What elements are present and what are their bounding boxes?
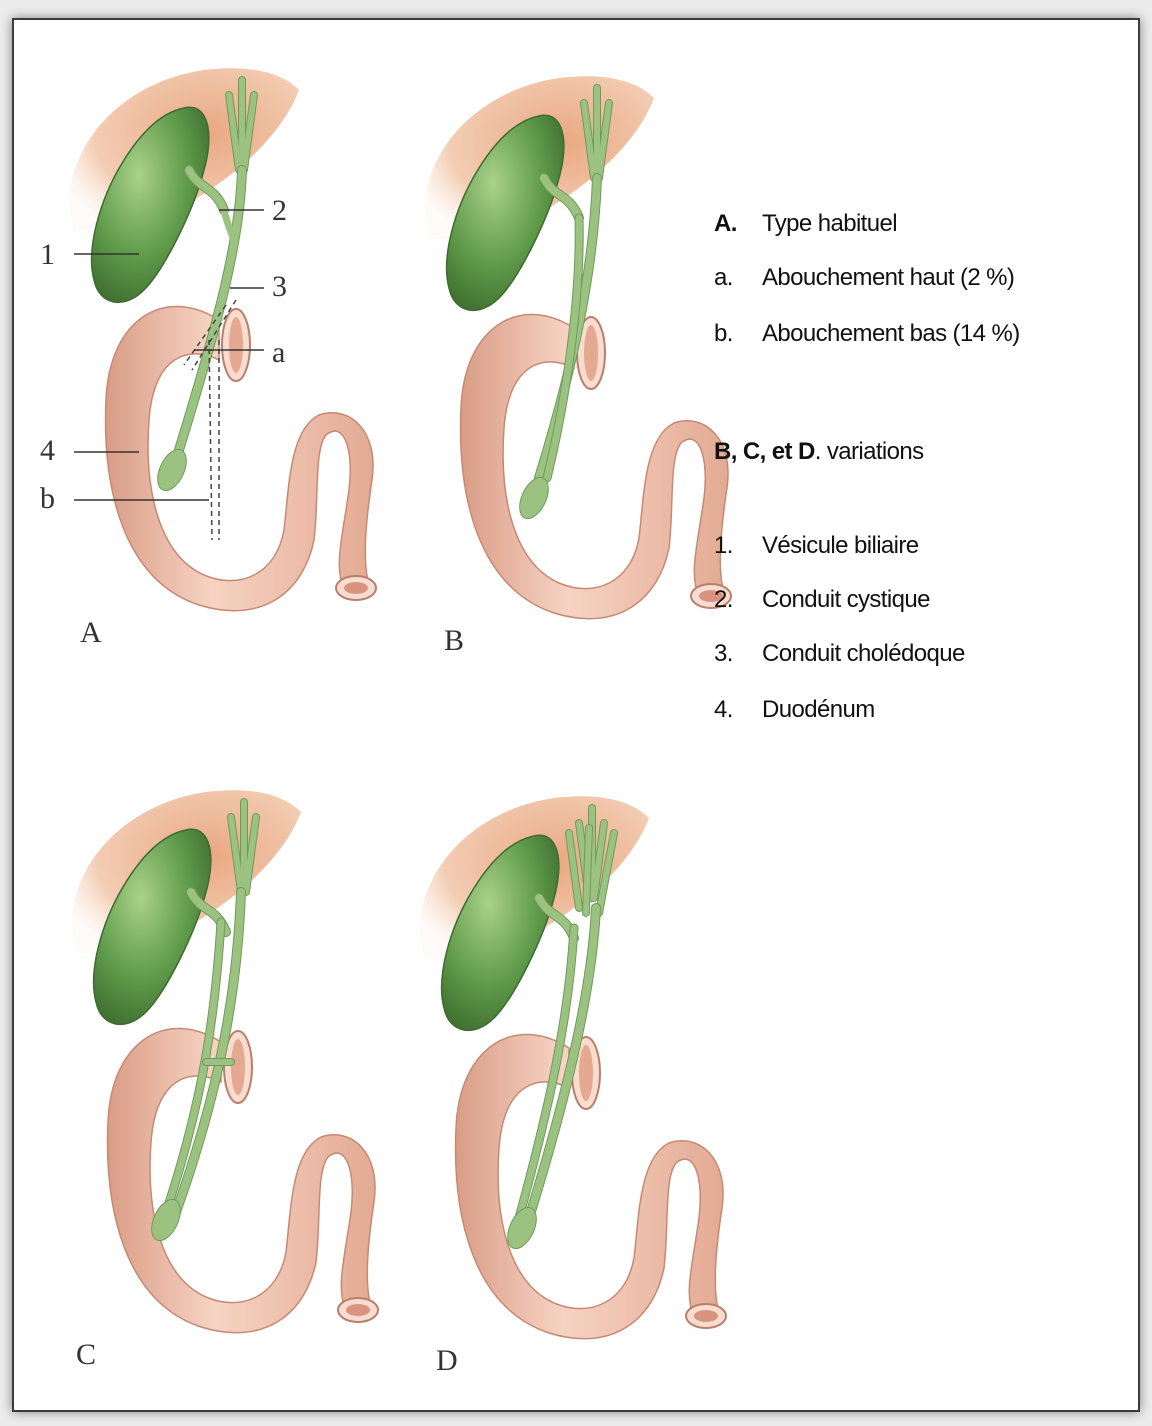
panel-letter-a: A — [80, 616, 102, 650]
duodenum-lumen-top — [229, 317, 243, 373]
legend-item-key: 2. — [714, 586, 733, 614]
label-4-duodenum: 4 — [40, 434, 55, 468]
legend-item-text: Duodénum — [762, 696, 875, 724]
legend-item-text: Vésicule biliaire — [762, 532, 919, 560]
panel-d — [419, 796, 726, 1339]
panel-b — [424, 76, 731, 619]
legend-variations: B, C, et D. variations — [714, 438, 924, 466]
legend-key-b: b. — [714, 320, 733, 348]
low-junction-dashed — [209, 340, 219, 540]
duodenum-lumen-bottom — [694, 1310, 718, 1322]
label-2-cystic-duct: 2 — [272, 194, 287, 228]
label-b-low-junction: b — [40, 482, 55, 516]
anatomy-illustration — [14, 20, 1138, 1410]
panel-letter-c: C — [76, 1338, 96, 1372]
panel-a — [69, 68, 376, 611]
panel-c — [71, 790, 378, 1333]
duodenum-lumen-bottom — [344, 582, 368, 594]
legend-text-a: Abouchement haut (2 %) — [762, 264, 1014, 292]
legend-text-b: Abouchement bas (14 %) — [762, 320, 1020, 348]
duodenum-lumen-bottom — [346, 1304, 370, 1316]
label-3-common-bile-duct: 3 — [272, 270, 287, 304]
legend-item-key: 1. — [714, 532, 733, 560]
ampulla — [152, 445, 192, 495]
legend-key-type: A. — [714, 210, 737, 238]
legend-variations-keys: B, C, et D — [714, 438, 815, 465]
label-1-gallbladder: 1 — [40, 238, 55, 272]
legend-key-a: a. — [714, 264, 733, 292]
duodenum-lumen-top — [231, 1039, 245, 1095]
legend-item-text: Conduit cholédoque — [762, 640, 965, 668]
panel-letter-b: B — [444, 624, 464, 658]
legend-text-type: Type habituel — [762, 210, 897, 238]
duodenum-lumen-top — [579, 1045, 593, 1101]
figure-frame: A B C D 1 2 3 a 4 b A. Type habituel a. … — [12, 18, 1140, 1412]
duodenum-lumen-top — [584, 325, 598, 381]
panel-letter-d: D — [436, 1344, 458, 1378]
legend-item-key: 3. — [714, 640, 733, 668]
legend-item-text: Conduit cystique — [762, 586, 930, 614]
label-a-high-junction: a — [272, 336, 285, 370]
legend-variations-text: . variations — [815, 438, 924, 465]
legend-item-key: 4. — [714, 696, 733, 724]
